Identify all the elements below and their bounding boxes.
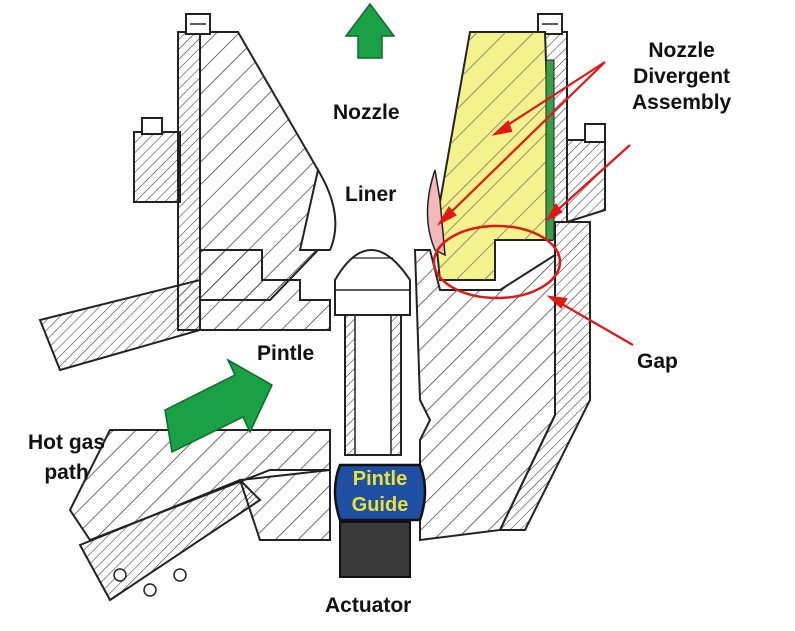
pg-line-2: Guide: [351, 494, 409, 516]
callout-arrows: [437, 61, 634, 346]
pg-line-1: Pintle: [352, 468, 408, 490]
right-body: [413, 249, 556, 542]
divergent-hatch-overlay: [435, 32, 552, 280]
hgp-line-2: path: [44, 461, 89, 484]
pintle-label: Pintle: [257, 342, 315, 365]
actuator-body: [339, 521, 411, 578]
hot-gas-path-label: Hot gas path: [28, 428, 105, 488]
actuator-label: Actuator: [325, 594, 412, 617]
nda-line-1: Nozzle: [648, 39, 715, 62]
inflow-arrow: [164, 358, 273, 454]
green-seal-strip: [545, 59, 555, 241]
gap-highlight: [432, 224, 562, 300]
nda-line-3: Assembly: [632, 91, 732, 114]
right-housing: [498, 13, 606, 531]
liner-insert: [426, 169, 446, 257]
left-inlet-duct: [38, 278, 331, 602]
pintle: [334, 249, 411, 456]
pintle-guide-label: Pintle Guide: [333, 466, 427, 518]
pintle-guide-body: [333, 463, 427, 522]
outflow-arrow: [344, 2, 396, 59]
nozzle-divergent-assembly-label: Nozzle Divergent Assembly: [632, 38, 731, 116]
left-liner-block: [199, 167, 337, 331]
liner-label: Liner: [345, 183, 397, 206]
gap-label: Gap: [637, 350, 678, 373]
nozzle-label: Nozzle: [333, 101, 400, 124]
hgp-line-1: Hot gas: [28, 431, 106, 454]
nda-line-2: Divergent: [633, 65, 731, 88]
